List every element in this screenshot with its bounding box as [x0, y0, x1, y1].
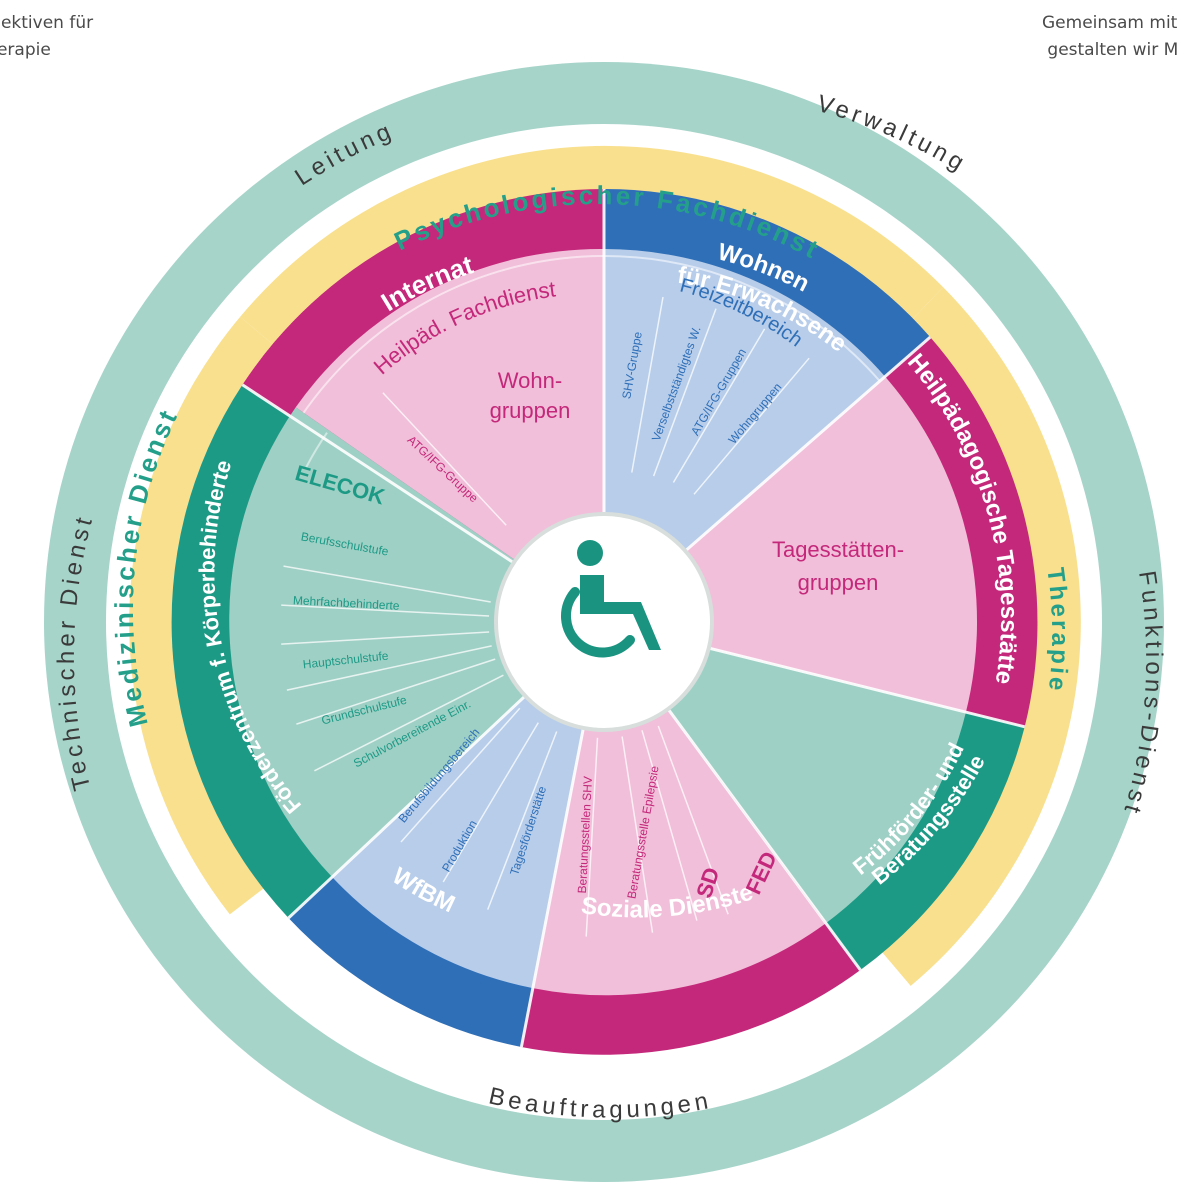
center-circle — [494, 512, 714, 732]
therapie-band — [868, 287, 1081, 986]
wohngruppen-line2: gruppen — [490, 398, 571, 423]
intro-text-right: Gemeinsam mit gestalten wir M — [1042, 13, 1179, 60]
foerder-item-2: Mehrfachbehinderte — [293, 593, 401, 613]
wohngruppen-line1: Wohn- — [498, 368, 562, 393]
psychologischer-fachdienst-band — [240, 145, 944, 361]
wheelchair-icon — [561, 540, 661, 658]
tagesstaettengruppen-line2: gruppen — [798, 570, 879, 595]
medizinischer-dienst-band — [129, 316, 292, 915]
soziale-item-1: Beratungsstellen SHV — [575, 776, 595, 894]
tagesstaettengruppen-line1: Tagesstätten- — [772, 537, 904, 562]
intro-text-left: Perspektiven für g, Therapie g. — [0, 13, 94, 60]
